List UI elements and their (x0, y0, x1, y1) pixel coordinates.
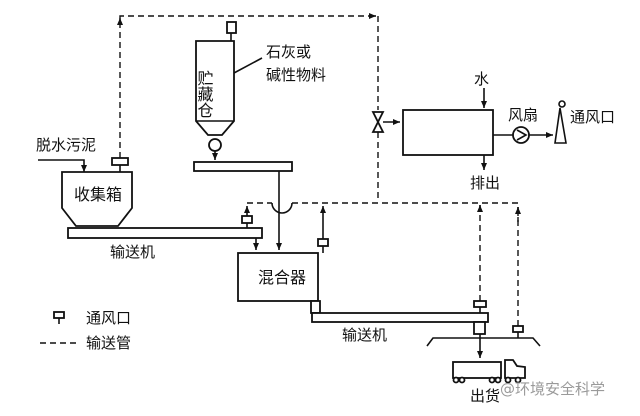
line-crossover-arc (271, 202, 293, 214)
vent-outlet-label: 通风口 (570, 108, 615, 126)
conveyor-1-label: 输送机 (110, 243, 155, 261)
valve-icon (371, 111, 385, 133)
storage-bin-vent (226, 21, 237, 34)
legend-duct-label: 输送管 (86, 334, 131, 352)
conveyor-2-label: 输送机 (342, 326, 387, 344)
lime-pointer-line (233, 57, 263, 74)
lime-label-line1: 石灰或 (266, 43, 311, 61)
mixer-outlet (310, 300, 321, 314)
mixer-vent (317, 238, 329, 247)
truck-icon (452, 359, 526, 384)
storage-bin-label-1: 贮藏仓 (195, 70, 214, 118)
conveyor-2-outlet (473, 321, 486, 335)
dashed-header (247, 202, 519, 222)
conveyor-2-vent (473, 300, 487, 308)
loading-hood-vent (512, 325, 524, 333)
mixer-label: 混合器 (258, 268, 306, 287)
discharge-label: 排出 (470, 174, 500, 192)
water-label: 水 (474, 70, 489, 88)
collection-box (61, 157, 133, 227)
scrubber (402, 109, 494, 156)
dashed-duct-top (119, 15, 379, 158)
mixer (237, 252, 319, 302)
loading-hood (426, 337, 541, 347)
fan-label: 风扇 (508, 106, 538, 124)
sludge-input-arrow (38, 159, 87, 172)
conveyor-1 (67, 227, 263, 239)
collection-box-body (61, 171, 133, 227)
dewatered-sludge-label: 脱水污泥 (36, 136, 96, 154)
legend: 通风口 输送管 (40, 309, 131, 352)
vent-stack-icon (554, 107, 567, 144)
shipping-label: 出货 (470, 387, 500, 405)
legend-vent-label: 通风口 (86, 309, 131, 327)
conveyor-2 (311, 312, 489, 323)
collection-box-label: 收集箱 (74, 185, 122, 204)
collection-box-vent (111, 157, 129, 166)
lime-feeder-conveyor (193, 161, 293, 172)
watermark: @环境安全科学 (500, 380, 605, 398)
storage-bin (195, 21, 237, 160)
legend-vent-symbol (53, 311, 65, 319)
lime-label-line2: 碱性物料 (266, 66, 326, 84)
conveyor-1-vent (241, 215, 253, 224)
rotary-valve-icon (208, 138, 222, 152)
